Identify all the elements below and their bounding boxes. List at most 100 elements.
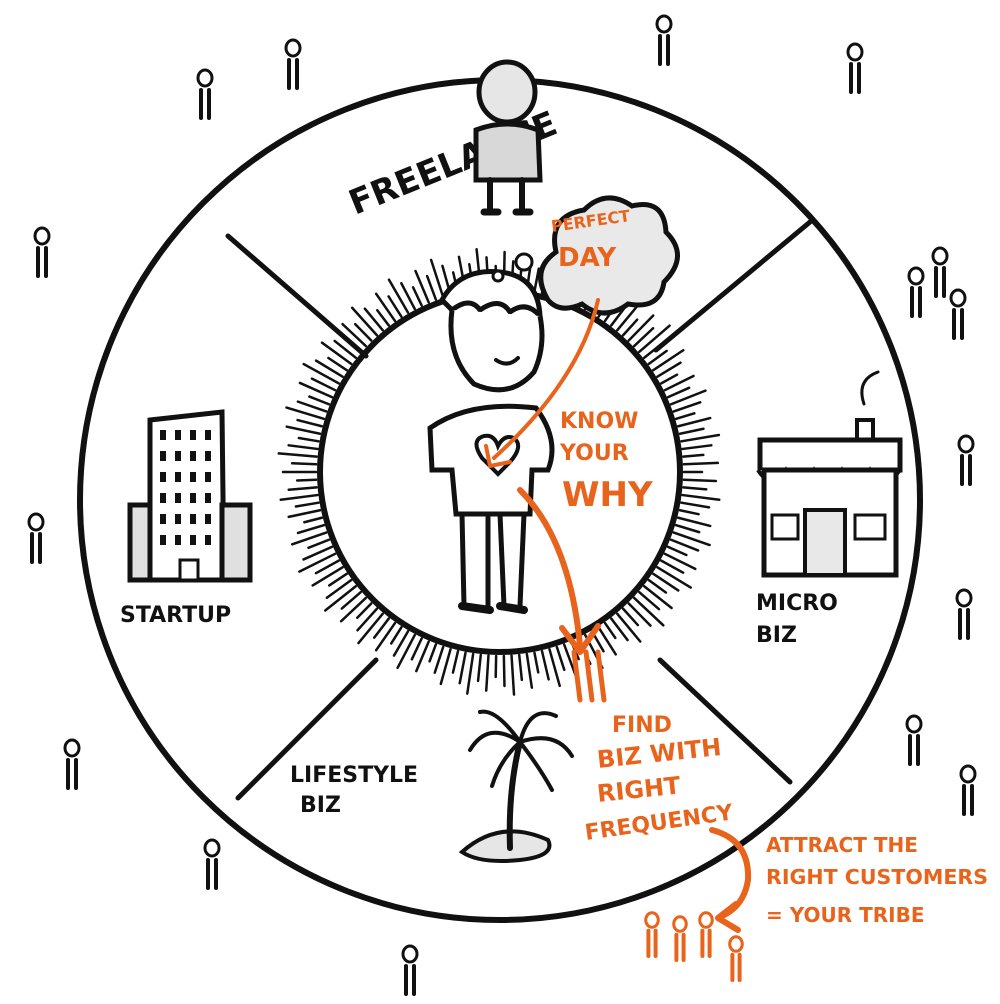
stick-person-icon <box>65 740 79 788</box>
lifestyle-biz-segment: LIFESTYLE BIZ <box>290 712 572 861</box>
know-your-why-text: KNOW YOUR WHY <box>559 409 653 515</box>
tribe-person-icon <box>730 937 743 980</box>
frequency-ray <box>644 338 668 357</box>
office-building-icon <box>130 412 250 580</box>
frequency-ray <box>325 586 356 610</box>
frequency-ray <box>653 350 683 370</box>
frequency-ray <box>599 627 616 654</box>
frequency-ray <box>661 375 677 384</box>
stick-person-icon <box>205 840 219 888</box>
attract-line1: ATTRACT THE <box>766 833 918 857</box>
micro-biz-label-line1: MICRO <box>756 591 838 616</box>
window <box>205 535 211 545</box>
find-biz-line1: FIND <box>612 713 672 738</box>
frequency-ray <box>478 655 481 681</box>
attract-line2: RIGHT CUSTOMERS <box>766 865 988 889</box>
frequency-ray <box>617 614 640 642</box>
frequency-ray <box>674 402 700 411</box>
frequency-ray <box>676 525 699 532</box>
frequency-ray <box>683 487 706 489</box>
frequency-ray <box>486 656 488 691</box>
stick-person-icon <box>198 70 212 118</box>
frequency-ray <box>287 427 320 434</box>
window <box>175 472 181 482</box>
frequency-ray <box>681 435 718 441</box>
frequency-ray <box>313 567 343 585</box>
frequency-ray <box>460 653 466 683</box>
frequency-ray <box>527 654 532 688</box>
frequency-ray <box>680 429 703 434</box>
frequency-ray <box>281 495 318 500</box>
frequency-ray <box>629 603 651 625</box>
frequency-ray <box>347 340 361 352</box>
frequency-ray <box>427 276 436 299</box>
frequency-ray <box>467 654 473 694</box>
frequency-ray <box>534 269 538 292</box>
frequency-ray <box>377 310 388 325</box>
frequency-ray <box>289 487 317 489</box>
window <box>160 472 166 482</box>
frequency-ray <box>665 554 695 569</box>
window <box>160 430 166 440</box>
stick-person-icon <box>959 436 973 484</box>
stick-person-icon <box>961 766 975 814</box>
tribe-person-icon <box>646 913 659 956</box>
micro-biz-label-line2: BIZ <box>756 623 797 648</box>
frequency-ray <box>684 463 718 464</box>
frequency-ray <box>684 480 716 481</box>
startup-segment: STARTUP <box>120 412 250 628</box>
stick-person-icon <box>35 228 49 276</box>
window <box>160 514 166 524</box>
stick-person-icon <box>957 590 971 638</box>
frequency-ray <box>292 463 316 464</box>
frequency-ray <box>680 510 699 514</box>
tribe-person-icon <box>674 917 687 960</box>
frequency-ray <box>512 656 514 695</box>
frequency-ray <box>299 554 335 572</box>
stick-person-icon <box>286 40 300 88</box>
window <box>190 451 196 461</box>
window <box>190 493 196 503</box>
frequency-ray <box>557 647 564 670</box>
lifestyle-biz-label-line2: BIZ <box>300 793 341 818</box>
frequency-ray <box>279 453 317 456</box>
frequency-ray <box>299 438 319 441</box>
stick-person-icon <box>909 268 923 316</box>
stick-person-icon <box>848 44 862 92</box>
startup-label: STARTUP <box>120 603 231 628</box>
frequency-ray <box>296 503 319 507</box>
frequency-ray <box>298 420 322 426</box>
window <box>175 430 181 440</box>
frequency-ray <box>430 644 436 661</box>
stick-person-icon <box>657 16 671 64</box>
frequency-ray <box>683 445 712 449</box>
attract-line3: = YOUR TRIBE <box>766 903 925 927</box>
frequency-ray <box>504 656 505 686</box>
attract-tribe-text: ATTRACT THE RIGHT CUSTOMERS = YOUR TRIBE <box>766 833 988 927</box>
frequency-ray <box>358 614 382 643</box>
frequency-ray <box>678 518 710 526</box>
frequency-ray <box>289 445 318 449</box>
frequency-ray <box>413 287 422 305</box>
frequency-ray <box>341 598 366 621</box>
frequency-ray <box>657 567 690 587</box>
window <box>175 535 181 545</box>
frequency-ray <box>304 364 339 383</box>
frequency-ray <box>308 540 328 548</box>
frequency-ray <box>304 518 321 522</box>
window <box>190 535 196 545</box>
frequency-ray <box>668 547 686 555</box>
frequency-ray <box>683 455 703 457</box>
window <box>190 472 196 482</box>
person-standing-icon <box>476 62 540 212</box>
micro-biz-segment: MICRO BIZ <box>756 372 900 648</box>
frequency-ray <box>297 480 316 481</box>
frequency-ray <box>676 413 694 418</box>
window <box>205 430 211 440</box>
window <box>190 430 196 440</box>
frequency-ray <box>683 495 720 500</box>
frequency-ray <box>605 623 615 638</box>
know-your-why-line3: WHY <box>562 475 653 515</box>
freelance-segment: FREELANCE <box>343 62 562 223</box>
